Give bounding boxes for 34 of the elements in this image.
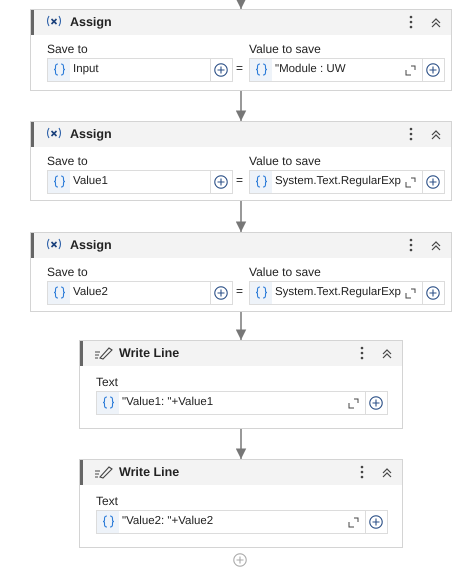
field-label: Value to save [249,154,321,168]
field-value: Input [73,63,99,75]
field-label: Text [96,375,118,389]
field-label: Value to save [249,265,321,279]
activity-card [30,232,452,312]
arrow [236,312,246,340]
field-label: Text [96,494,118,508]
field-label: Save to [47,42,88,56]
card-title: Assign [70,238,112,252]
card-title: Write Line [119,465,180,479]
field-value: "Value2: "+Value2 [122,515,214,527]
field-value: Value1 [73,175,108,187]
card-title: Assign [70,15,112,29]
equals-sign: = [236,61,244,75]
card-title: Assign [70,127,112,141]
equals-sign: = [236,173,244,187]
arrow [236,0,246,9]
field-value: "Module : UW [275,63,346,75]
field-label: Value to save [249,42,321,56]
activity-card [30,9,452,91]
equals-sign: = [236,284,244,298]
activity-card [79,459,403,548]
arrow [236,429,246,459]
card-title: Write Line [119,346,180,360]
field-value: "Value1: "+Value1 [122,396,214,408]
activity-card [30,121,452,201]
activity-card [79,340,403,429]
arrow [236,91,246,121]
field-value: System.Text.RegularExp [275,175,401,187]
field-value: Value2 [73,286,108,298]
arrow [236,201,246,232]
field-value: System.Text.RegularExp [275,286,401,298]
field-label: Save to [47,154,88,168]
field-label: Save to [47,265,88,279]
